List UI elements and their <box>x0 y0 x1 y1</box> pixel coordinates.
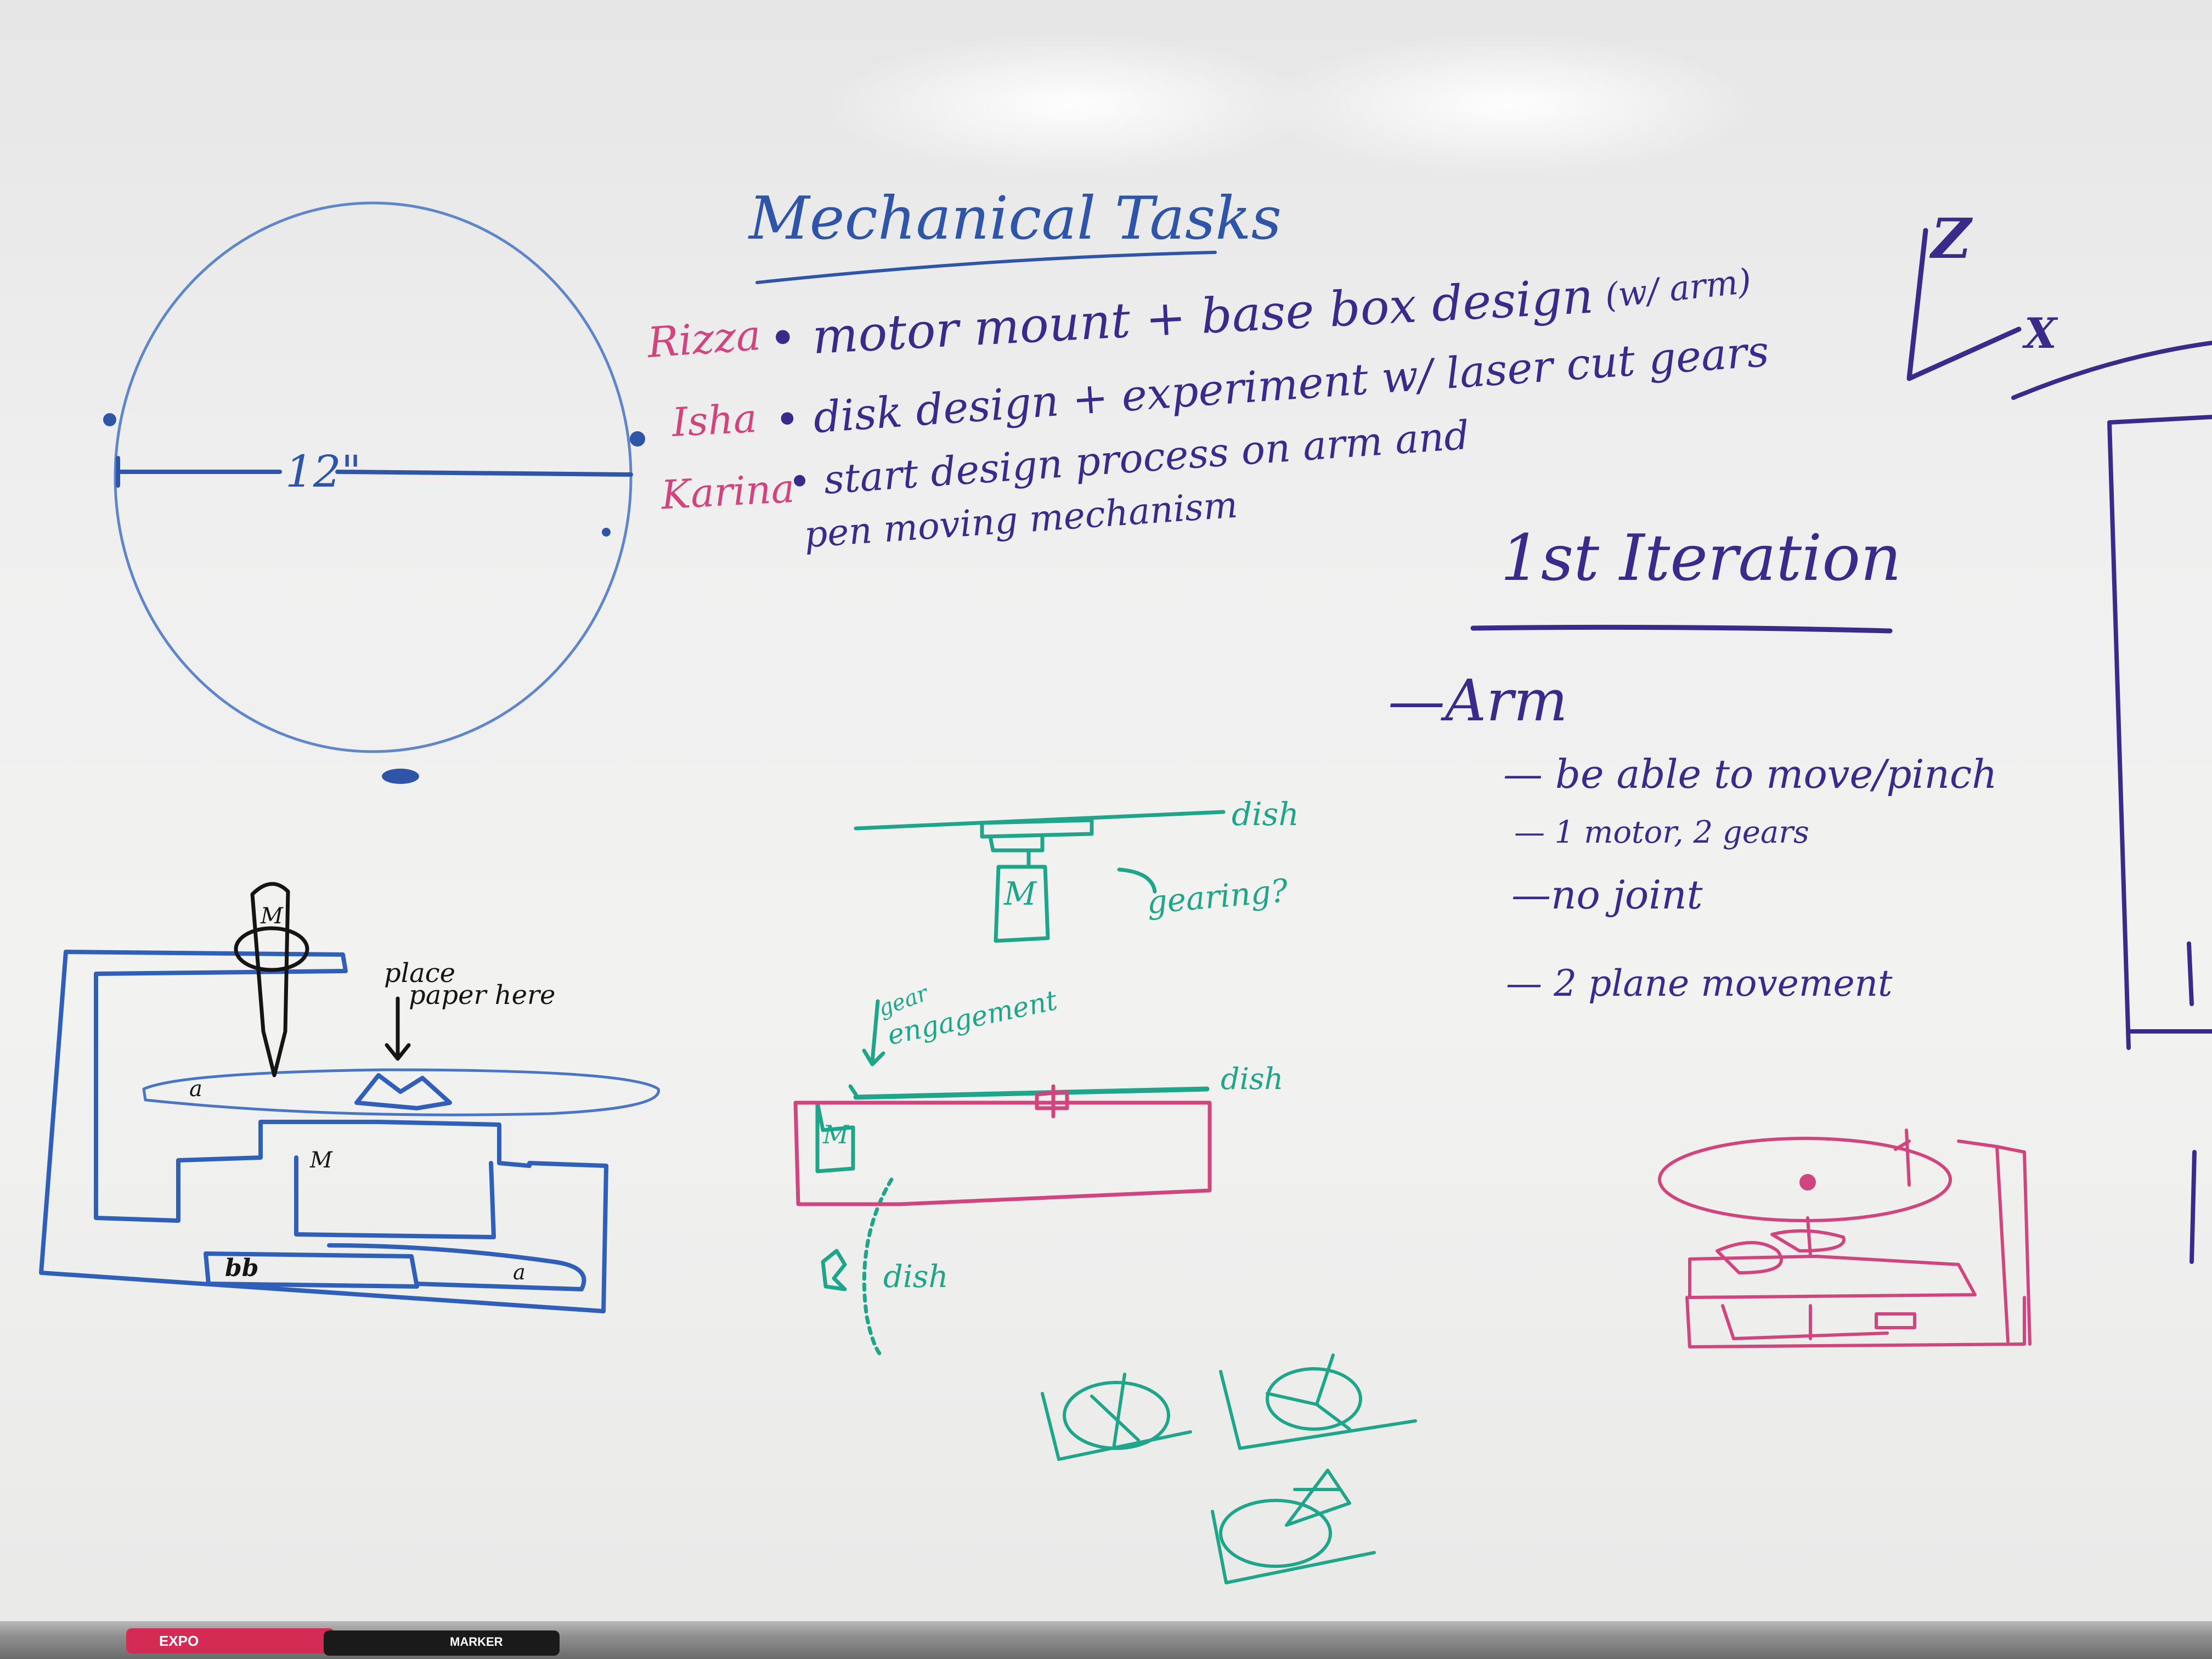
a-label-left: a <box>189 1076 202 1102</box>
black-marker[interactable]: MARKER <box>324 1630 560 1656</box>
iteration-item-3: —no joint <box>1511 872 1703 918</box>
teal-gear-sketches <box>1041 1353 1417 1584</box>
iteration-heading: —Arm <box>1388 667 1568 734</box>
axis-z-label: Z <box>1931 206 1971 271</box>
m-label: M <box>310 1148 332 1173</box>
dish-top-label: dish <box>1232 795 1299 833</box>
motor-top-label: M <box>1004 875 1037 912</box>
circle-sketch <box>103 201 645 784</box>
axes-sketch <box>1906 228 2022 381</box>
place-label: place <box>384 958 455 989</box>
iteration-title: 1st Iteration <box>1500 521 1901 595</box>
a-label-right: a <box>513 1260 526 1284</box>
task-row-2-name: Isha <box>670 395 758 445</box>
pink-base-sketch <box>793 1084 1212 1206</box>
circle-dimension: 12" <box>285 446 362 497</box>
dish-mid-label: dish <box>1221 1062 1284 1096</box>
red-marker[interactable]: EXPO <box>126 1628 335 1654</box>
right-edge-sketch <box>2011 341 2212 1264</box>
light-glare <box>1262 33 1756 176</box>
motor-label: M <box>261 904 283 929</box>
title-underline <box>755 251 1217 284</box>
marker-brand: EXPO <box>159 1633 199 1649</box>
pen-sketch <box>234 882 411 1077</box>
dish-side-label: dish <box>883 1259 949 1295</box>
pink-turntable-sketch <box>1658 1128 2032 1348</box>
iteration-item-4: — 2 plane movement <box>1506 962 1893 1005</box>
axis-x-label: X <box>2024 309 2057 358</box>
task-row-1-name: Rizza <box>646 310 763 368</box>
task-row-3-name: Karina <box>659 465 796 518</box>
light-glare <box>823 33 1317 176</box>
iteration-item-2: — 1 motor, 2 gears <box>1514 815 1809 850</box>
iteration-underline <box>1470 624 1893 634</box>
left-mechanism-sketch <box>39 950 660 1313</box>
iteration-item-1: — be able to move/pinch <box>1503 751 1997 797</box>
motor-mid-label: M <box>823 1120 849 1149</box>
paper-here-label: paper here <box>409 980 556 1011</box>
bb-label: bb <box>225 1254 259 1282</box>
tasks-title: Mechanical Tasks <box>749 184 1282 253</box>
marker-text: MARKER <box>450 1635 503 1649</box>
teal-dish-sketch <box>815 810 1226 1357</box>
